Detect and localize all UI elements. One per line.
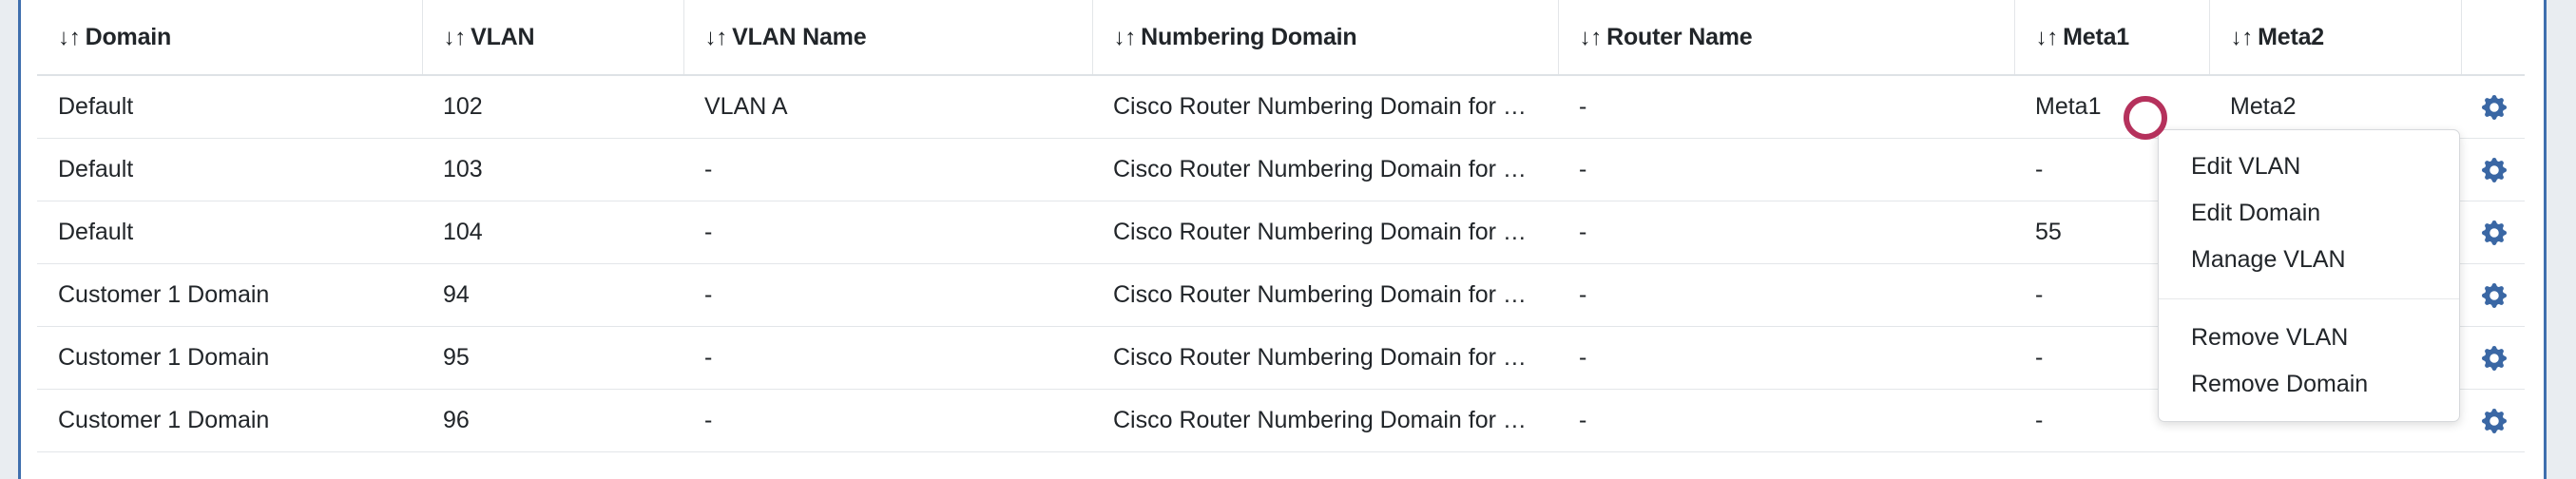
cell-numbering-domain: Cisco Router Numbering Domain for …	[1092, 263, 1558, 327]
cell-vlan: 95	[422, 326, 683, 390]
cell-vlan-name: -	[683, 201, 1092, 264]
cell-numbering-domain: Cisco Router Numbering Domain for …	[1092, 389, 1558, 452]
column-header-label: VLAN	[471, 23, 535, 50]
cell-domain: Customer 1 Domain	[37, 326, 422, 390]
cell-router-name: -	[1558, 326, 2014, 390]
cell-domain: Default	[37, 201, 422, 264]
menu-divider	[2159, 298, 2459, 299]
column-header-label: Meta1	[2063, 23, 2129, 50]
gear-icon[interactable]	[2482, 158, 2507, 183]
column-header-numbering-domain[interactable]: ↓↑Numbering Domain	[1091, 0, 1558, 76]
cell-vlan-name: -	[683, 138, 1092, 201]
cell-router-name: -	[1558, 263, 2014, 327]
cell-vlan-name: -	[683, 263, 1092, 327]
gear-icon[interactable]	[2482, 409, 2507, 434]
cell-vlan: 94	[422, 263, 683, 327]
cell-domain: Customer 1 Domain	[37, 263, 422, 327]
column-header-domain[interactable]: ↓↑Domain	[37, 0, 422, 76]
column-header-router-name[interactable]: ↓↑Router Name	[1557, 0, 2014, 76]
sort-icon[interactable]: ↓↑	[2230, 24, 2254, 50]
column-header-vlan[interactable]: ↓↑VLAN	[421, 0, 683, 76]
menu-item-remove-domain[interactable]: Remove Domain	[2191, 371, 2369, 397]
sort-icon[interactable]: ↓↑	[58, 24, 81, 50]
row-actions-button[interactable]	[2461, 326, 2525, 390]
row-actions-button[interactable]	[2461, 263, 2525, 327]
column-header-label: Meta2	[2258, 23, 2324, 50]
column-header-actions	[2460, 0, 2525, 76]
cell-numbering-domain: Cisco Router Numbering Domain for …	[1092, 201, 1558, 264]
cell-router-name: -	[1558, 138, 2014, 201]
cell-numbering-domain: Cisco Router Numbering Domain for …	[1092, 326, 1558, 390]
cell-vlan: 96	[422, 389, 683, 452]
column-header-label: Numbering Domain	[1141, 23, 1357, 50]
sort-icon[interactable]: ↓↑	[1579, 24, 1603, 50]
cell-vlan-name: -	[683, 326, 1092, 390]
table-header: ↓↑Domain ↓↑VLAN ↓↑VLAN Name ↓↑Numbering …	[37, 0, 2525, 76]
gear-icon[interactable]	[2482, 346, 2507, 372]
cell-vlan: 102	[422, 75, 683, 139]
cell-domain: Default	[37, 75, 422, 139]
column-header-vlan-name[interactable]: ↓↑VLAN Name	[682, 0, 1092, 76]
menu-item-edit-domain[interactable]: Edit Domain	[2191, 200, 2321, 226]
sort-icon[interactable]: ↓↑	[704, 24, 728, 50]
column-header-label: Router Name	[1606, 23, 1753, 50]
cell-domain: Default	[37, 138, 422, 201]
table-panel: ↓↑Domain ↓↑VLAN ↓↑VLAN Name ↓↑Numbering …	[18, 0, 2547, 479]
cell-router-name: -	[1558, 389, 2014, 452]
cell-router-name: -	[1558, 75, 2014, 139]
cell-meta1: Meta1	[2014, 75, 2209, 139]
sort-icon[interactable]: ↓↑	[2035, 24, 2059, 50]
menu-item-remove-vlan[interactable]: Remove VLAN	[2191, 324, 2349, 351]
cell-domain: Customer 1 Domain	[37, 389, 422, 452]
cell-vlan-name: VLAN A	[683, 75, 1092, 139]
vlan-table: ↓↑Domain ↓↑VLAN ↓↑VLAN Name ↓↑Numbering …	[37, 0, 2525, 452]
gear-icon[interactable]	[2482, 283, 2507, 309]
row-actions-button[interactable]	[2461, 201, 2525, 264]
row-actions-button[interactable]	[2461, 138, 2525, 201]
cell-vlan: 103	[422, 138, 683, 201]
column-header-meta1[interactable]: ↓↑Meta1	[2013, 0, 2209, 76]
cell-meta2: Meta2	[2209, 75, 2461, 139]
row-actions-button[interactable]	[2461, 389, 2525, 452]
sort-icon[interactable]: ↓↑	[1113, 24, 1137, 50]
cell-numbering-domain: Cisco Router Numbering Domain for …	[1092, 138, 1558, 201]
column-header-label: VLAN Name	[732, 23, 867, 50]
menu-item-manage-vlan[interactable]: Manage VLAN	[2191, 246, 2346, 273]
sort-icon[interactable]: ↓↑	[443, 24, 467, 50]
menu-item-edit-vlan[interactable]: Edit VLAN	[2191, 153, 2301, 180]
gear-icon[interactable]	[2482, 95, 2507, 121]
cell-vlan: 104	[422, 201, 683, 264]
cell-vlan-name: -	[683, 389, 1092, 452]
table-header-row: ↓↑Domain ↓↑VLAN ↓↑VLAN Name ↓↑Numbering …	[37, 0, 2525, 76]
column-header-meta2[interactable]: ↓↑Meta2	[2208, 0, 2461, 76]
cell-router-name: -	[1558, 201, 2014, 264]
cell-numbering-domain: Cisco Router Numbering Domain for …	[1092, 75, 1558, 139]
column-header-label: Domain	[85, 23, 172, 50]
row-actions-button[interactable]	[2461, 75, 2525, 139]
gear-icon[interactable]	[2482, 220, 2507, 246]
